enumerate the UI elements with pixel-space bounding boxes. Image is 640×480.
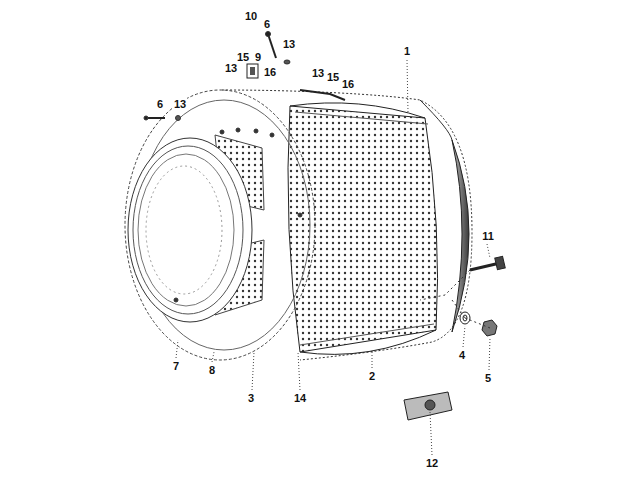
callout-number: 3 — [247, 392, 255, 404]
callout-number: 4 — [458, 349, 466, 361]
callout-number: 5 — [484, 372, 492, 384]
callout-number: 6 — [156, 98, 164, 110]
callout-number: 1 — [403, 45, 411, 57]
callout-number: 15 — [326, 71, 340, 83]
callout-number: 13 — [224, 62, 238, 74]
callout-number: 10 — [244, 10, 258, 22]
callout-number: 8 — [208, 364, 216, 376]
callout-number: 13 — [282, 38, 296, 50]
callout-number: 12 — [425, 457, 439, 469]
callout-number: 11 — [481, 230, 495, 242]
callout-number: 13 — [173, 98, 187, 110]
callout-number: 6 — [263, 18, 271, 30]
callout-number: 16 — [263, 66, 277, 78]
callout-number: 7 — [172, 360, 180, 372]
callout-number: 16 — [341, 78, 355, 90]
callout-number: 14 — [293, 392, 307, 404]
callout-number: 9 — [254, 51, 262, 63]
callout-number: 13 — [311, 67, 325, 79]
callout-number: 2 — [368, 370, 376, 382]
